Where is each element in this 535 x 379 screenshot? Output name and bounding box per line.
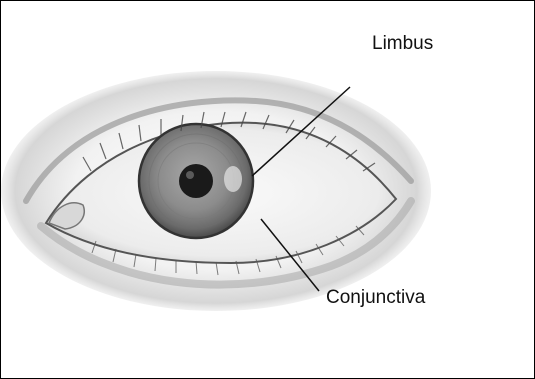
limbus-label: Limbus <box>372 33 433 55</box>
iris-highlight <box>224 166 242 192</box>
conjunctiva-label: Conjunctiva <box>326 287 425 309</box>
pupil <box>179 164 213 198</box>
pupil-highlight <box>186 171 194 179</box>
